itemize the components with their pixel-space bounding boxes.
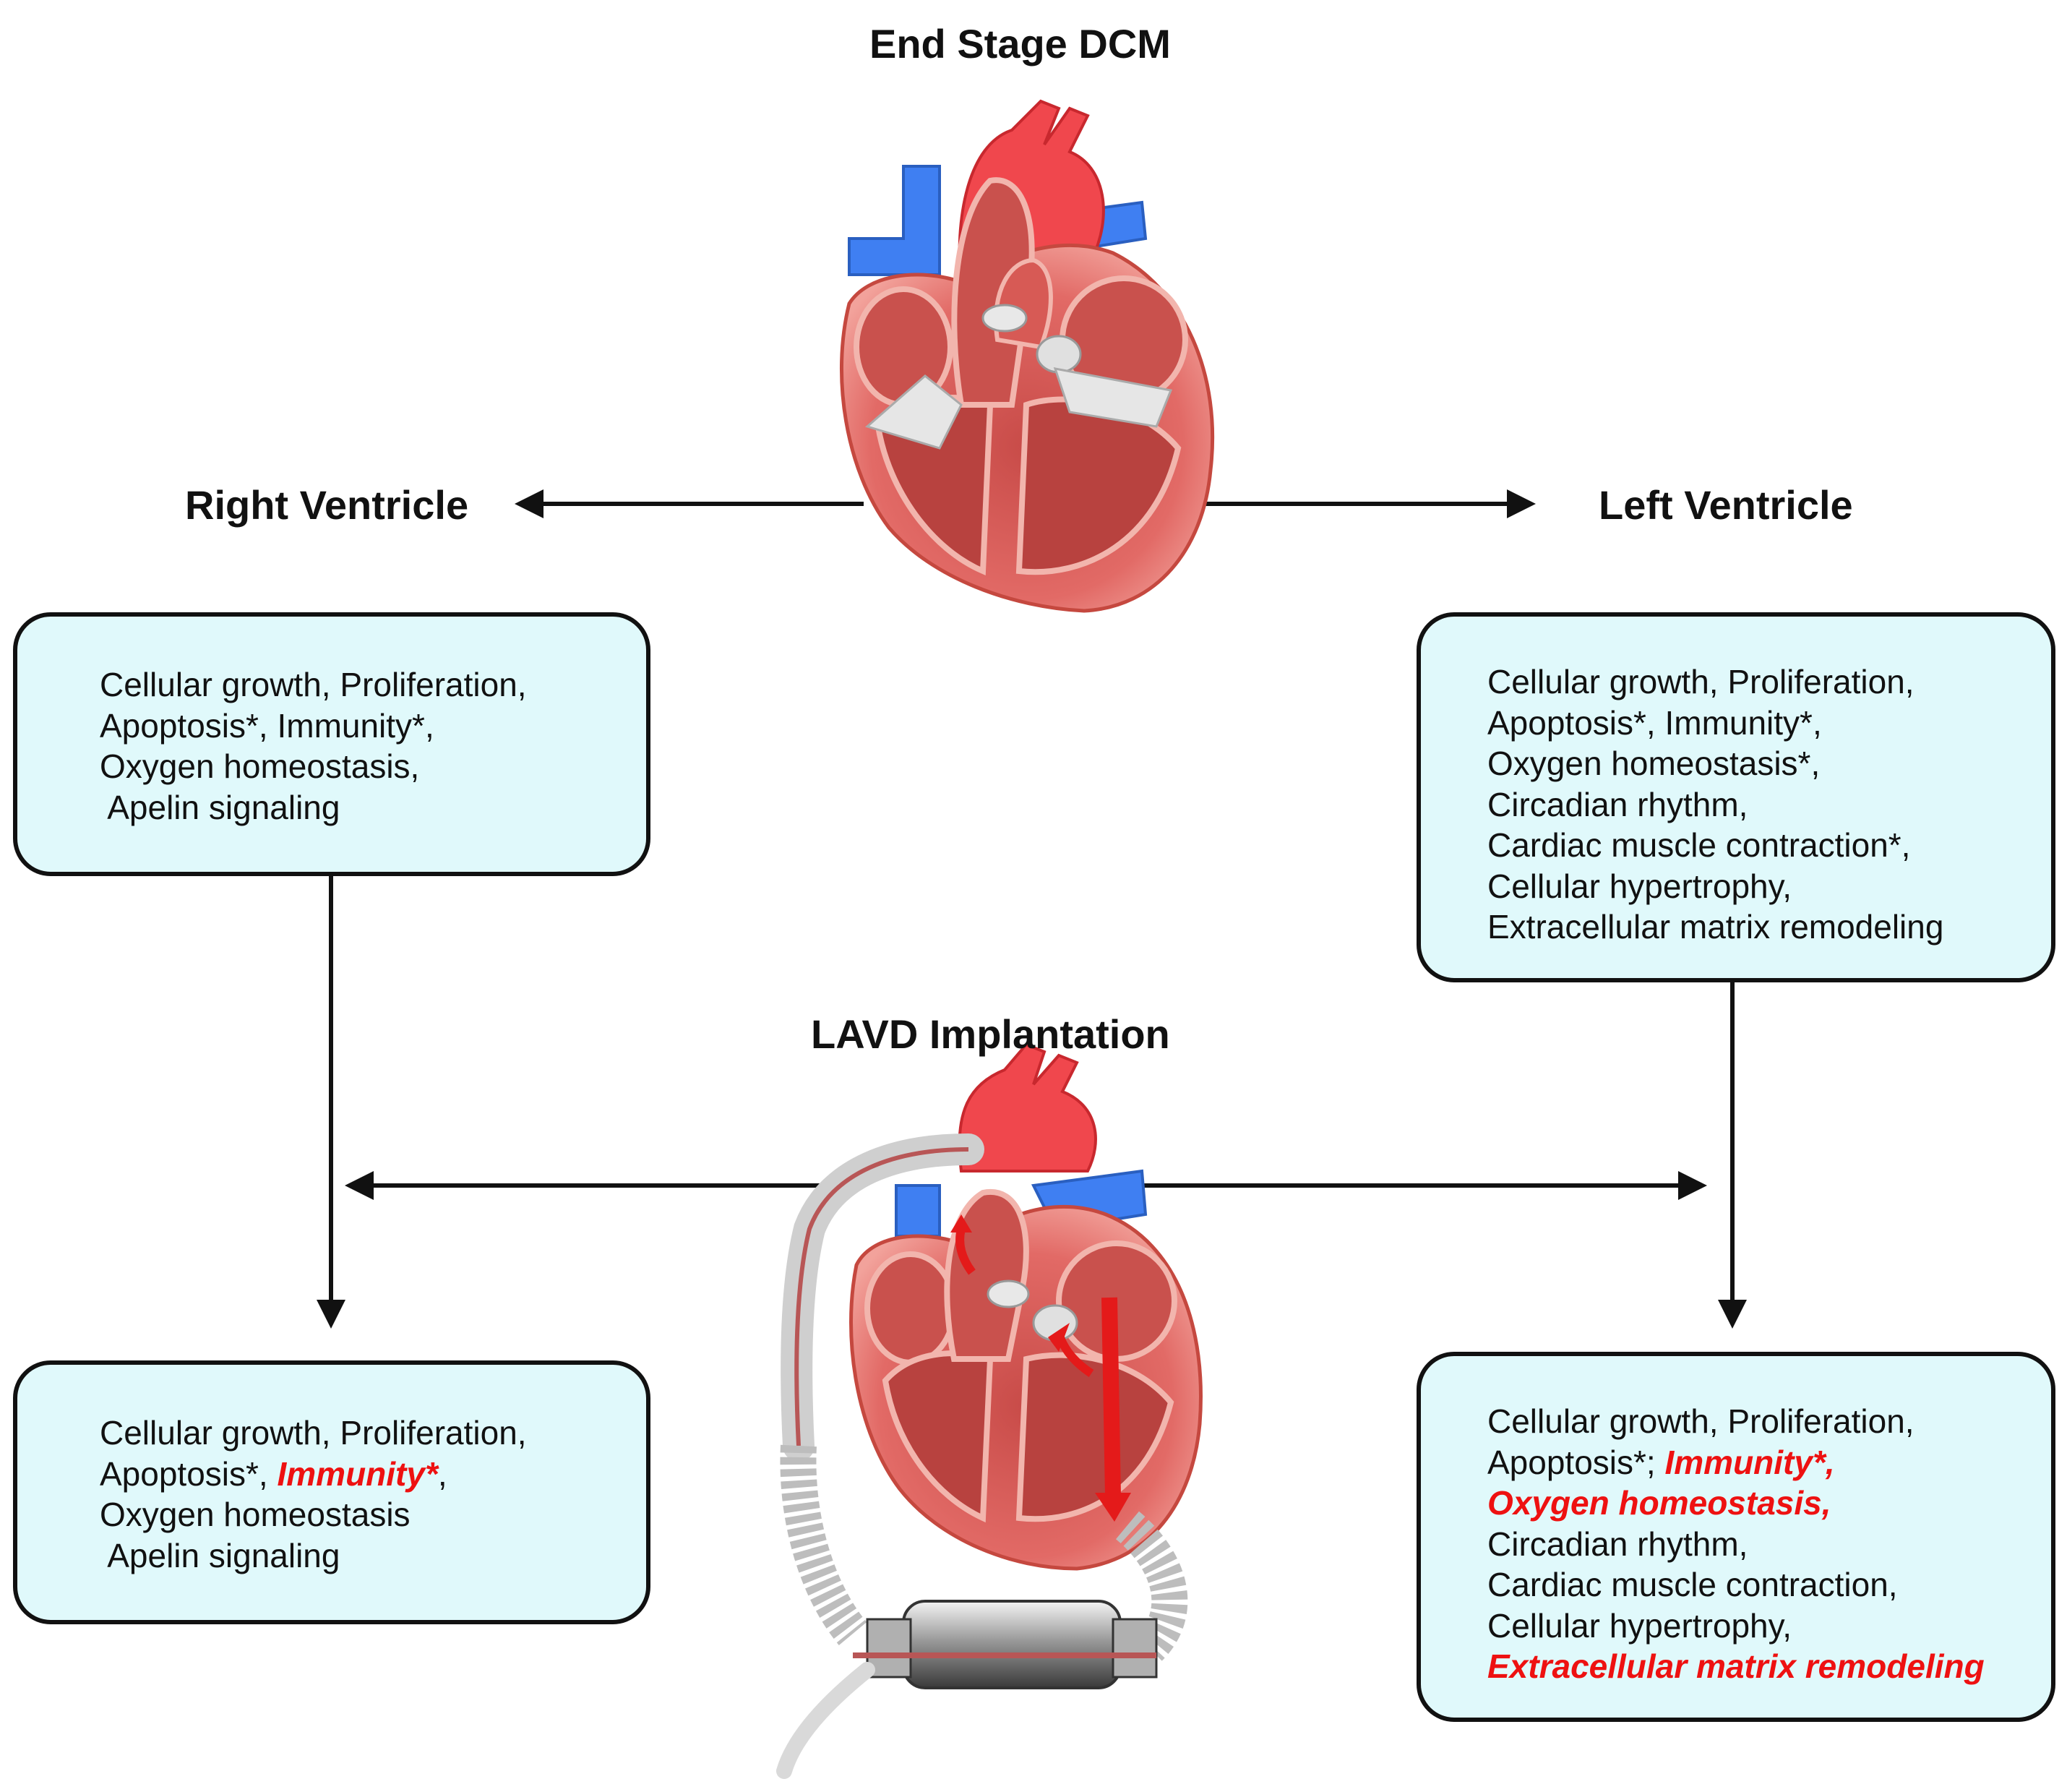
pathway-text: Oxygen homeostasis, — [100, 747, 420, 785]
pathway-line: Cardiac muscle contraction, — [1487, 1564, 1985, 1605]
pathway-text: Apoptosis*, — [100, 1454, 278, 1493]
rv-top-box: Cellular growth, Proliferation,Apoptosis… — [13, 612, 650, 876]
pathway-text: Circadian rhythm, — [1487, 785, 1748, 823]
pathway-line: Apelin signaling — [100, 1535, 527, 1577]
title-right-ventricle: Right Ventricle — [185, 482, 469, 528]
pathway-line: Cellular growth, Proliferation, — [1487, 1401, 1985, 1442]
pathway-line: Apoptosis*, Immunity*, — [100, 1454, 527, 1495]
pathway-text: Oxygen homeostasis — [100, 1496, 411, 1533]
lv-bottom-box: Cellular growth, Proliferation,Apoptosis… — [1417, 1352, 2055, 1722]
pathway-text: Cellular hypertrophy, — [1487, 1606, 1792, 1645]
pathway-text: Cellular growth, Proliferation, — [1487, 1402, 1915, 1440]
pathway-text: Extracellular matrix remodeling — [1487, 908, 1944, 946]
lv-bottom-pathways: Cellular growth, Proliferation,Apoptosis… — [1487, 1401, 1985, 1687]
rv-bottom-pathways: Cellular growth, Proliferation,Apoptosis… — [100, 1412, 527, 1576]
lv-top-box: Cellular growth, Proliferation,Apoptosis… — [1417, 612, 2055, 982]
pathway-line: Cellular hypertrophy, — [1487, 1605, 1985, 1647]
rv-bottom-box: Cellular growth, Proliferation,Apoptosis… — [13, 1360, 650, 1624]
pathway-text: Apelin signaling — [100, 1536, 340, 1574]
pathway-line: Apoptosis*; Immunity*, — [1487, 1442, 1985, 1483]
pathway-line: Apoptosis*, Immunity*, — [1487, 703, 1943, 744]
pathway-line: Extracellular matrix remodeling — [1487, 906, 1943, 948]
pathway-text: Cellular hypertrophy, — [1487, 867, 1792, 905]
pathway-text: Cellular growth, Proliferation, — [100, 1414, 527, 1452]
arrowhead-lv-down — [1718, 1300, 1747, 1329]
pathway-text: Apoptosis*, Immunity*, — [100, 706, 434, 745]
lv-top-pathways: Cellular growth, Proliferation,Apoptosis… — [1487, 661, 1943, 948]
pathway-text: Cellular growth, Proliferation, — [1487, 663, 1915, 700]
pathway-line: Extracellular matrix remodeling — [1487, 1646, 1985, 1687]
title-left-ventricle: Left Ventricle — [1599, 482, 1853, 528]
pathway-line: Apelin signaling — [100, 787, 527, 828]
title-lvad-implantation: LAVD Implantation — [811, 1011, 1170, 1057]
pathway-text: Apoptosis*; — [1487, 1443, 1665, 1481]
arrowhead-rv-down — [317, 1300, 345, 1329]
pathway-line: Cellular growth, Proliferation, — [100, 664, 527, 706]
pathway-line: Circadian rhythm, — [1487, 1524, 1985, 1565]
pathway-line: Cellular growth, Proliferation, — [100, 1412, 527, 1454]
pathway-text: Cellular growth, Proliferation, — [100, 666, 527, 703]
pathway-line: Oxygen homeostasis, — [1487, 1483, 1985, 1524]
pathway-text: Circadian rhythm, — [1487, 1525, 1748, 1563]
arrowhead-left-ventricle — [1507, 489, 1536, 518]
pathway-text: Oxygen homeostasis*, — [1487, 745, 1821, 782]
pathway-text: Apoptosis*, Immunity*, — [1487, 703, 1822, 742]
pathway-line: Oxygen homeostasis*, — [1487, 743, 1943, 784]
pathway-text: Apelin signaling — [100, 788, 340, 826]
pathway-line: Cellular growth, Proliferation, — [1487, 661, 1943, 703]
arrowhead-lvad-to-rv — [345, 1171, 374, 1200]
arrowhead-lvad-to-lv — [1678, 1171, 1707, 1200]
pathway-text: Cardiac muscle contraction*, — [1487, 826, 1911, 864]
pathway-line: Cellular hypertrophy, — [1487, 866, 1943, 907]
pathway-line: Circadian rhythm, — [1487, 784, 1943, 826]
pathway-text: , — [437, 1454, 447, 1493]
pathway-line: Apoptosis*, Immunity*, — [100, 706, 527, 747]
title-end-stage-dcm: End Stage DCM — [869, 21, 1171, 67]
highlighted-pathway-text: Oxygen homeostasis, — [1487, 1484, 1831, 1522]
highlighted-pathway-text: Extracellular matrix remodeling — [1487, 1647, 1985, 1685]
pathway-text: Cardiac muscle contraction, — [1487, 1566, 1898, 1603]
highlighted-pathway-text: Immunity* — [277, 1454, 438, 1493]
rv-top-pathways: Cellular growth, Proliferation,Apoptosis… — [100, 664, 527, 828]
pathway-line: Oxygen homeostasis, — [100, 746, 527, 787]
pathway-line: Cardiac muscle contraction*, — [1487, 825, 1943, 866]
highlighted-pathway-text: Immunity*, — [1664, 1443, 1835, 1481]
pathway-line: Oxygen homeostasis — [100, 1494, 527, 1535]
arrowhead-right-ventricle — [515, 489, 543, 518]
